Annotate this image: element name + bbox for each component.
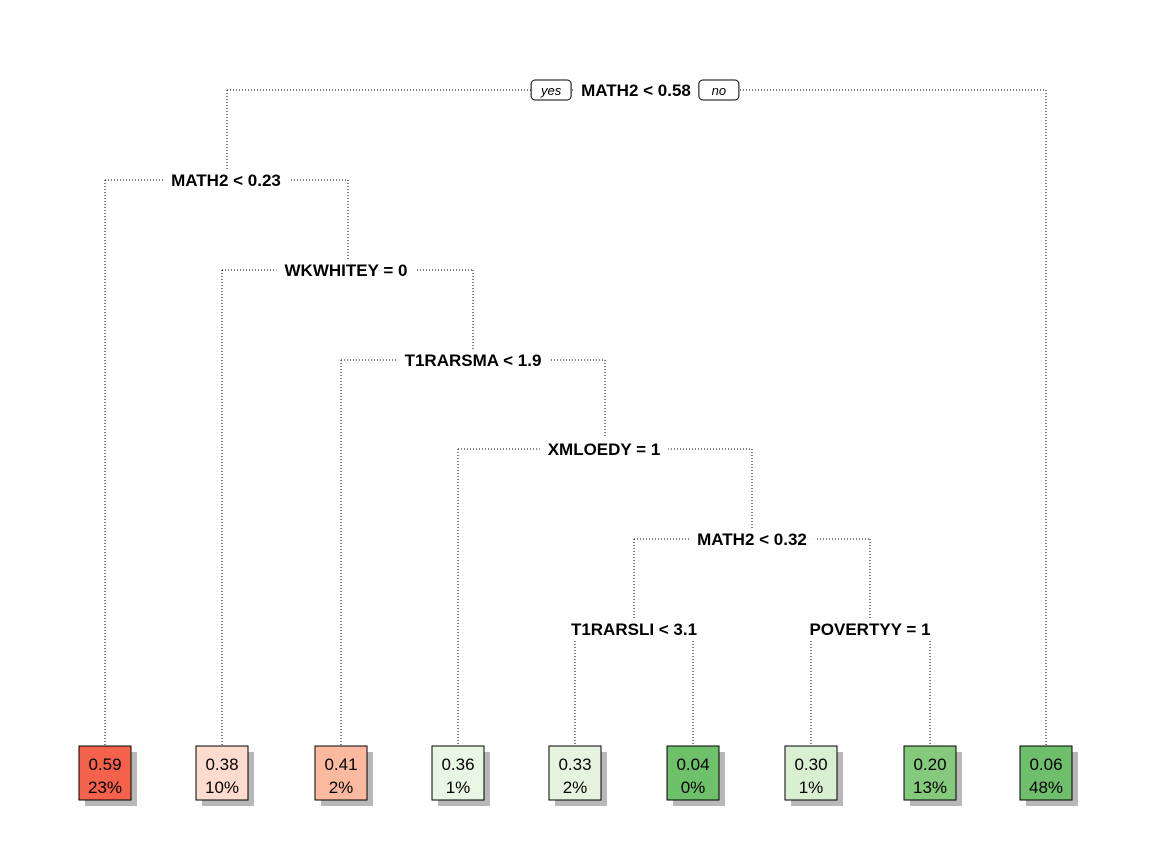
split-label: T1RARSLI < 3.1 [571, 620, 697, 639]
edge-n1 [226, 89, 1047, 746]
split-node-n7: T1RARSLI < 3.1 [562, 618, 706, 641]
edge-n5 [457, 448, 753, 746]
split-label: MATH2 < 0.23 [171, 171, 281, 190]
leaf-value: 0.36 [441, 755, 474, 774]
edge-n8 [810, 628, 931, 746]
edge-n6 [633, 538, 871, 629]
leaf-value: 0.20 [913, 755, 946, 774]
leaf-node: 0.20 13% [903, 745, 962, 806]
no-badge-box [698, 79, 740, 101]
leaf-percent: 23% [88, 778, 122, 797]
split-label-bg [163, 169, 289, 192]
leaf-value: 0.41 [324, 755, 357, 774]
split-node-n4: T1RARSMA < 1.9 [396, 349, 550, 372]
no-badge: no [698, 79, 740, 101]
leaf-box [548, 745, 602, 801]
leaf-percent: 48% [1029, 778, 1063, 797]
leaf-node: 0.38 10% [195, 745, 254, 806]
leaf-percent: 13% [913, 778, 947, 797]
leaf-node: 0.59 23% [78, 745, 137, 806]
leaf-percent: 10% [205, 778, 239, 797]
leaf-box [1019, 745, 1073, 801]
leaf-value: 0.06 [1029, 755, 1062, 774]
split-label-bg [801, 618, 939, 641]
split-label: T1RARSMA < 1.9 [405, 351, 542, 370]
split-node-n2: MATH2 < 0.23 [163, 169, 289, 192]
leaf-nodes: 0.5923%0.3810%0.412%0.361%0.332%0.040%0.… [78, 745, 1078, 806]
edge-n3 [221, 269, 474, 746]
split-label: XMLOEDY = 1 [548, 440, 661, 459]
leaf-percent: 1% [446, 778, 471, 797]
edge-n2 [104, 179, 349, 746]
split-node-n6: MATH2 < 0.32 [689, 528, 815, 551]
split-label-bg [562, 618, 706, 641]
leaf-node: 0.36 1% [431, 745, 490, 806]
leaf-box [195, 745, 249, 801]
split-node-n8: POVERTYY = 1 [801, 618, 939, 641]
split-node-n5: XMLOEDY = 1 [539, 438, 669, 461]
split-label-bg [689, 528, 815, 551]
leaf-node: 0.30 1% [784, 745, 843, 806]
split-label-bg [539, 438, 669, 461]
leaf-percent: 1% [799, 778, 824, 797]
split-label: WKWHITEY = 0 [285, 261, 408, 280]
yes-badge-text: yes [540, 83, 562, 98]
split-label-bg [276, 259, 416, 282]
leaf-value: 0.04 [676, 755, 709, 774]
leaf-node: 0.06 48% [1019, 745, 1078, 806]
leaf-box [314, 745, 368, 801]
leaf-value: 0.59 [88, 755, 121, 774]
leaf-percent: 2% [329, 778, 354, 797]
leaf-box [903, 745, 957, 801]
split-label: MATH2 < 0.58 [581, 81, 691, 100]
leaf-value: 0.38 [205, 755, 238, 774]
split-label: MATH2 < 0.32 [697, 530, 807, 549]
leaf-value: 0.33 [558, 755, 591, 774]
edge-n4 [340, 359, 606, 746]
leaf-box [78, 745, 132, 801]
leaf-node: 0.33 2% [548, 745, 607, 806]
leaf-percent: 0% [681, 778, 706, 797]
leaf-percent: 2% [563, 778, 588, 797]
leaf-box [666, 745, 720, 801]
split-label-bg [396, 349, 550, 372]
leaf-node: 0.04 0% [666, 745, 725, 806]
leaf-value: 0.30 [794, 755, 827, 774]
split-label: POVERTYY = 1 [809, 620, 930, 639]
no-badge-text: no [712, 83, 726, 98]
edge-n7 [574, 628, 694, 746]
yes-no-badges: yes no [530, 79, 740, 101]
yes-badge: yes [530, 79, 572, 101]
split-node-n3: WKWHITEY = 0 [276, 259, 416, 282]
leaf-box [431, 745, 485, 801]
leaf-node: 0.41 2% [314, 745, 373, 806]
leaf-box [784, 745, 838, 801]
yes-badge-box [530, 79, 572, 101]
split-node-n1: MATH2 < 0.58 [573, 79, 699, 102]
split-label-bg [573, 79, 699, 102]
